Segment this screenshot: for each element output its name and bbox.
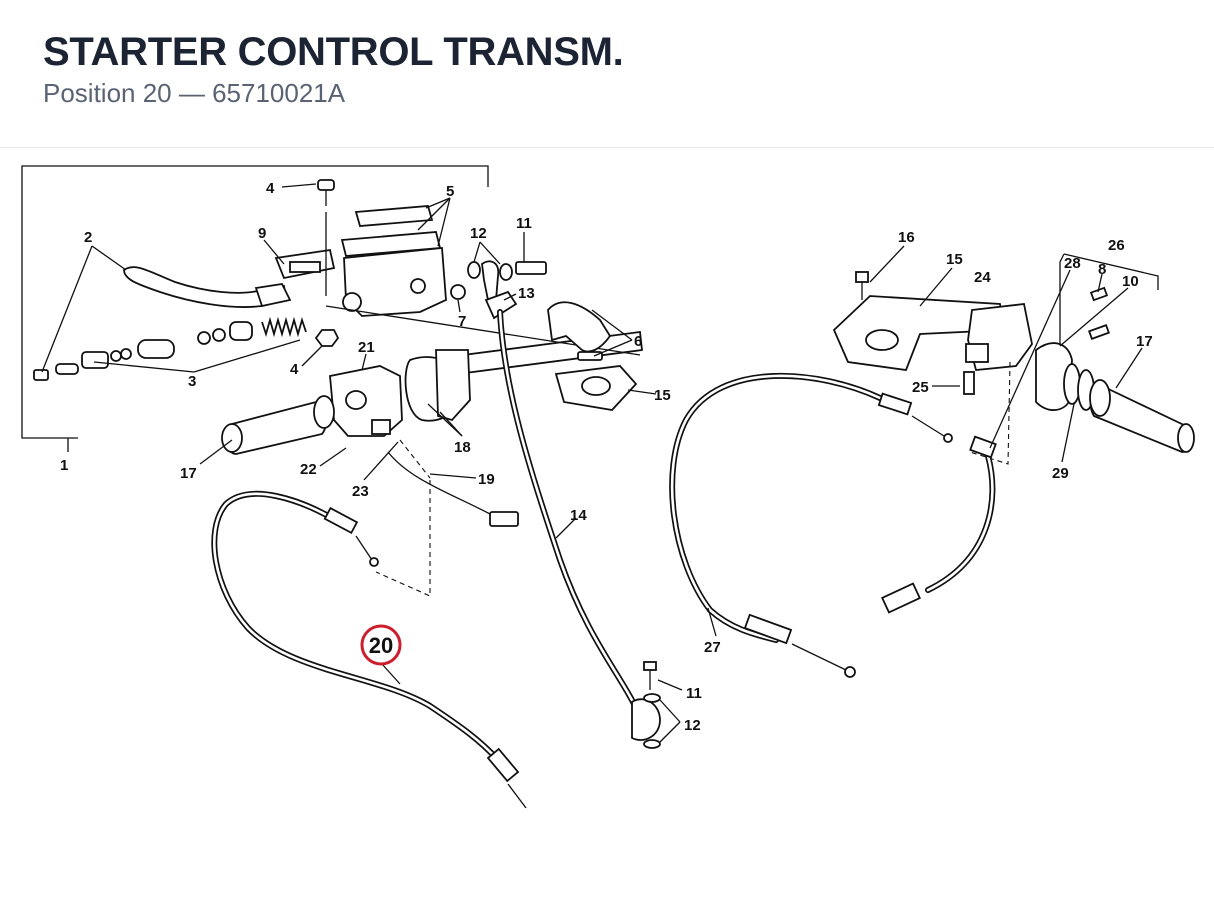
brake-lever <box>123 266 292 308</box>
exploded-parts-diagram: 1 2 3 4 4 5 6 7 8 9 10 11 11 12 12 13 14… <box>21 165 1195 809</box>
cable-14 <box>497 309 661 749</box>
callout-26: 26 <box>1108 237 1125 254</box>
callout-20-highlight-ring <box>360 624 402 666</box>
callout-4b: 4 <box>290 361 299 378</box>
callout-15b: 15 <box>946 251 963 268</box>
callout-5: 5 <box>446 183 454 200</box>
master-cylinder <box>274 179 641 356</box>
callout-11b: 11 <box>686 685 702 702</box>
callout-28: 28 <box>1064 255 1081 272</box>
left-grip <box>221 395 335 455</box>
callout-4a: 4 <box>266 180 275 197</box>
callout-24: 24 <box>974 269 991 286</box>
page-title: STARTER CONTROL TRANSM. <box>43 30 624 74</box>
callout-10: 10 <box>1122 273 1139 290</box>
callout-2: 2 <box>84 229 92 246</box>
callout-19: 19 <box>478 471 495 488</box>
switch-housing <box>329 349 471 437</box>
left-assembly-bracket <box>21 165 489 452</box>
callout-16: 16 <box>898 229 915 246</box>
callout-9: 9 <box>258 225 266 242</box>
connector-19 <box>387 451 519 527</box>
leader-lines <box>41 183 1143 743</box>
right-throttle-29 <box>1035 342 1095 411</box>
callout-14: 14 <box>570 507 587 524</box>
callout-labels: 1 2 3 4 4 5 6 7 8 9 10 11 11 12 12 13 14… <box>60 180 1153 734</box>
right-switch-24 <box>965 286 1110 371</box>
callout-12a: 12 <box>470 225 487 242</box>
callout-13: 13 <box>518 285 535 302</box>
callout-3: 3 <box>188 373 196 390</box>
callout-29: 29 <box>1052 465 1069 482</box>
callout-6: 6 <box>634 333 642 350</box>
callout-11a: 11 <box>516 215 532 232</box>
callout-17a: 17 <box>180 465 197 482</box>
piston-kit <box>33 316 334 381</box>
callout-8: 8 <box>1098 261 1106 278</box>
callout-21: 21 <box>358 339 375 356</box>
handlebar-clamp <box>547 301 638 411</box>
callout-1: 1 <box>60 457 68 474</box>
callout-17b: 17 <box>1136 333 1153 350</box>
callout-27: 27 <box>704 639 721 656</box>
cable-20 <box>211 490 527 809</box>
right-guide-bracket-26 <box>969 253 1159 465</box>
cable-27 <box>669 372 953 678</box>
position-subtitle: Position 20 — 65710021A <box>43 78 346 108</box>
page-header: STARTER CONTROL TRANSM. Position 20 — 65… <box>0 0 1214 148</box>
cable-connector-right <box>881 435 997 614</box>
right-grip-17 <box>1089 379 1195 453</box>
callout-7: 7 <box>458 313 466 330</box>
right-handlebar-bracket <box>832 271 1006 395</box>
left-guide-lines <box>375 439 431 597</box>
callout-12b: 12 <box>684 717 701 734</box>
callout-20: 20 <box>369 633 393 658</box>
callout-15a: 15 <box>654 387 671 404</box>
callout-22: 22 <box>300 461 317 478</box>
callout-25: 25 <box>912 379 929 396</box>
banjo-fitting <box>467 260 547 320</box>
callout-23: 23 <box>352 483 369 500</box>
callout-18: 18 <box>454 439 471 456</box>
